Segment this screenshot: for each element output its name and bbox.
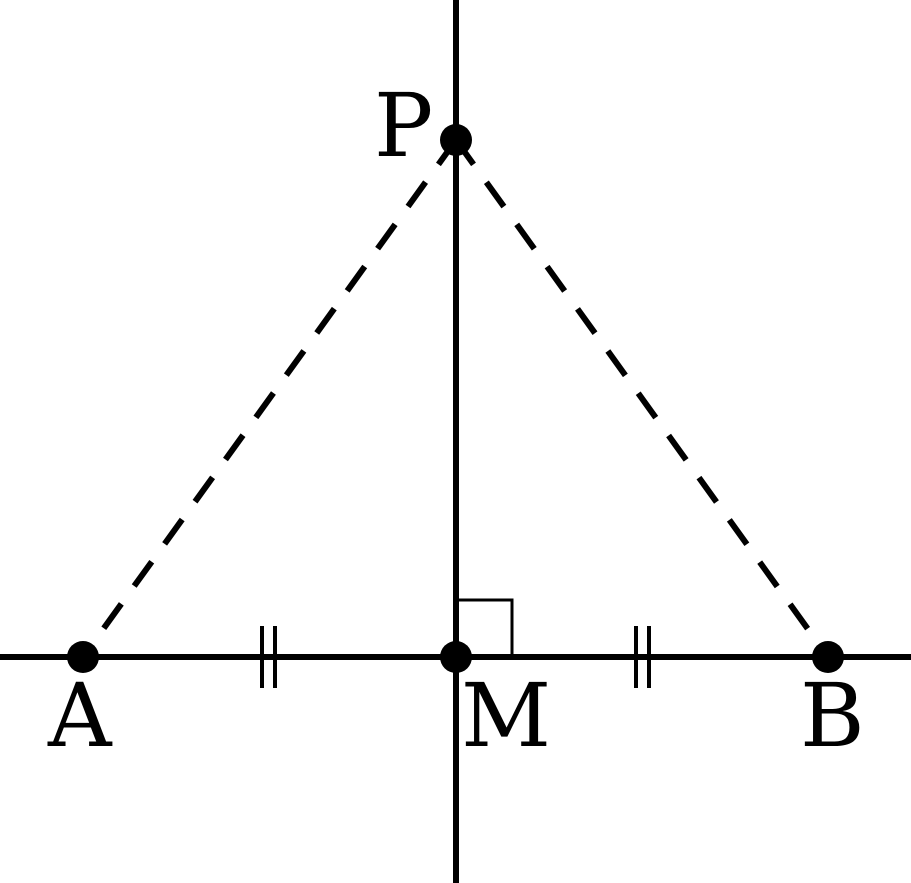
tick-marks-am bbox=[260, 626, 277, 688]
label-p: P bbox=[374, 74, 433, 177]
label-a: A bbox=[47, 664, 113, 767]
dashed-segment-pb bbox=[453, 138, 831, 659]
point-p bbox=[440, 124, 472, 156]
point-m bbox=[440, 641, 472, 673]
point-b bbox=[812, 641, 844, 673]
label-b: B bbox=[800, 664, 865, 767]
label-m: M bbox=[461, 664, 551, 767]
right-angle-marker bbox=[456, 598, 514, 657]
dashed-segment-pa bbox=[80, 138, 459, 659]
tick-marks-mb bbox=[634, 626, 651, 688]
point-a bbox=[67, 641, 99, 673]
